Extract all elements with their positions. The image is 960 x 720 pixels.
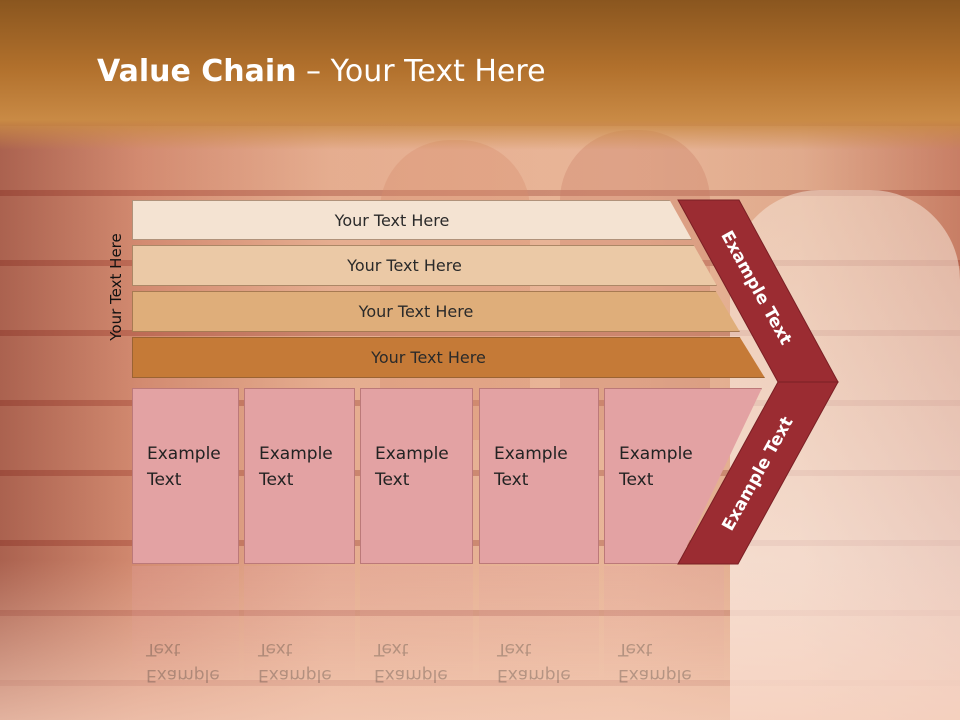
box-line-2: Text xyxy=(375,470,410,490)
title-bold: Value Chain xyxy=(97,54,297,89)
bar-label: Your Text Here xyxy=(371,348,486,367)
bar-1: Your Text Here xyxy=(132,200,692,240)
title-rest: – Your Text Here xyxy=(296,54,546,89)
reflection-box xyxy=(604,566,724,686)
background-fade xyxy=(0,560,960,720)
reflection-box xyxy=(479,566,599,686)
header-band xyxy=(0,0,960,150)
bar-label: Your Text Here xyxy=(347,256,462,275)
box-line-1: Example xyxy=(619,444,693,464)
box-line-1: Example xyxy=(147,444,221,464)
chevron-lower xyxy=(677,381,839,565)
bar-label: Your Text Here xyxy=(358,302,474,321)
box-line-1: Example xyxy=(375,444,449,464)
bar-3: Your Text Here xyxy=(132,291,740,332)
reflection-box xyxy=(360,566,473,686)
bar-2: Your Text Here xyxy=(132,245,717,286)
bar-label: Your Text Here xyxy=(334,210,450,230)
box-line-2: Text xyxy=(147,470,182,490)
slide-title: Value Chain – Your Text Here xyxy=(97,54,546,89)
reflection-box xyxy=(244,566,355,686)
bar-4: Your Text Here xyxy=(132,337,765,378)
box-line-2: Text xyxy=(619,470,654,490)
box-line-2: Text xyxy=(259,470,294,490)
box-line-1: Example xyxy=(259,444,333,464)
reflection-box xyxy=(132,566,239,686)
box-line-2: Text xyxy=(494,470,529,490)
box-line-1: Example xyxy=(494,444,568,464)
